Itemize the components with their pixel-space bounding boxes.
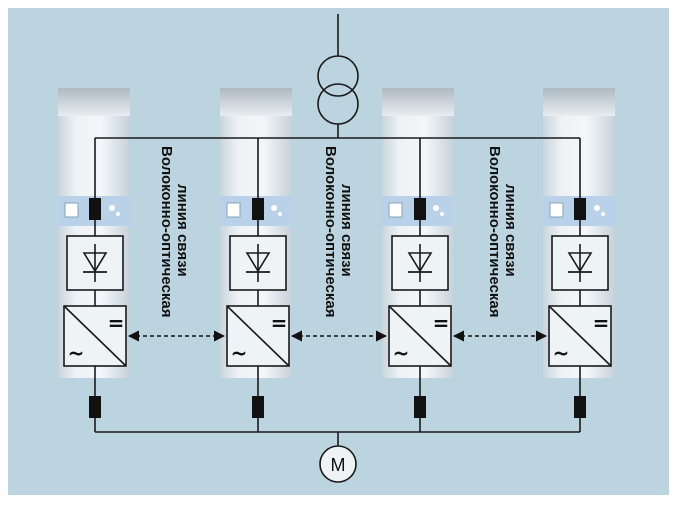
fiber-label-line1: Волоконно-оптическая [486, 146, 503, 317]
inverter-2 [226, 305, 290, 367]
dc-symbol: = [433, 311, 450, 335]
inverter-4 [548, 305, 612, 367]
motor-symbol: M [319, 445, 357, 483]
fuse-input-4 [574, 198, 586, 220]
rectifier-diode-4 [551, 235, 609, 291]
output-fuses [89, 396, 586, 418]
fiber-label-3: Волоконно-оптическая линия связи [486, 146, 519, 317]
transformer-symbol [317, 14, 359, 138]
dc-symbol: = [108, 311, 125, 335]
rectifier-diode-2 [229, 235, 287, 291]
dc-symbol: = [593, 311, 610, 335]
output-bus [95, 431, 580, 446]
fiber-label-2: Волоконно-оптическая линия связи [322, 146, 355, 317]
inverter-3 [388, 305, 452, 367]
fuse-output-2 [252, 396, 264, 418]
fuse-input-1 [89, 198, 101, 220]
fiber-label-line1: Волоконно-оптическая [322, 146, 339, 317]
ac-symbol: ~ [231, 341, 248, 365]
ac-symbol: ~ [68, 341, 85, 365]
ac-symbol: ~ [393, 341, 410, 365]
ac-symbol: ~ [553, 341, 570, 365]
supply-bus [94, 137, 581, 432]
fiber-label-1: Волоконно-оптическая линия связи [158, 146, 191, 317]
inverter-blocks: = ~ = ~ = ~ = ~ [63, 305, 612, 367]
fiber-label-line2: линия связи [502, 184, 519, 277]
fuse-input-2 [252, 198, 264, 220]
rectifier-diode-3 [391, 235, 449, 291]
inverter-1 [63, 305, 127, 367]
fiber-label-line1: Волоконно-оптическая [158, 146, 175, 317]
input-fuses [89, 198, 586, 220]
dc-symbol: = [271, 311, 288, 335]
rectifier-diode-1 [66, 235, 124, 291]
fuse-output-3 [414, 396, 426, 418]
fuse-output-4 [574, 396, 586, 418]
fiber-label-line2: линия связи [338, 184, 355, 277]
rectifier-blocks [66, 235, 609, 291]
fiber-label-line2: линия связи [174, 184, 191, 277]
motor-label: M [331, 455, 346, 475]
fuse-output-1 [89, 396, 101, 418]
fuse-input-3 [414, 198, 426, 220]
